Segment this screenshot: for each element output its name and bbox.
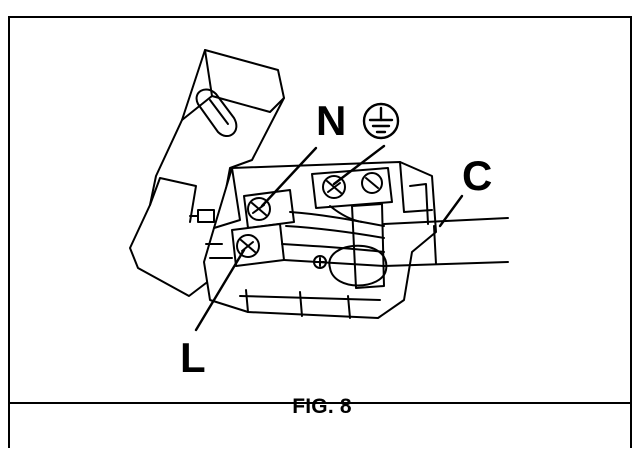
cable-leader	[438, 194, 464, 228]
label-neutral: N	[316, 97, 346, 144]
leader-lines	[194, 144, 464, 332]
plug-terminal-illustration: N L C	[129, 49, 509, 381]
internal-wires	[281, 205, 385, 267]
label-live: L	[180, 334, 206, 381]
live-leader	[194, 248, 246, 332]
caption-divider	[10, 402, 630, 404]
earth-ground-icon	[362, 102, 400, 140]
neutral-leader	[260, 146, 318, 208]
earth-leader	[332, 144, 386, 186]
label-cable: C	[462, 152, 492, 199]
figure-caption: FIG. 8	[292, 395, 352, 418]
mains-cable	[383, 217, 509, 267]
figure-frame	[8, 16, 632, 448]
plug-cover	[129, 49, 285, 297]
